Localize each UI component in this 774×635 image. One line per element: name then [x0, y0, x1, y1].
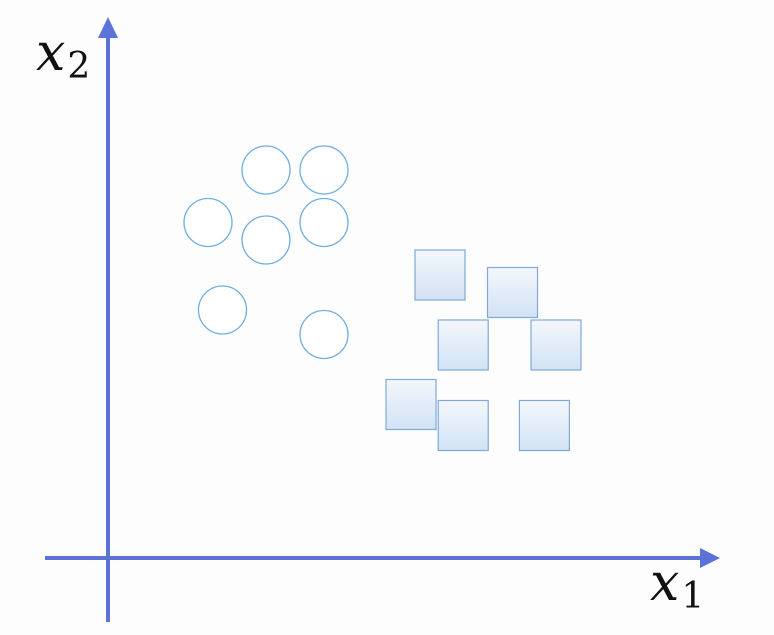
- y-axis-label: x2: [36, 23, 90, 87]
- circle-point: [197, 285, 248, 335]
- y-axis-label-subscript: 2: [67, 46, 90, 87]
- x-axis-arrow: [700, 548, 720, 568]
- square-point: [530, 319, 582, 371]
- circle-point: [241, 145, 291, 195]
- circle-point: [299, 145, 349, 195]
- data-points: [183, 145, 582, 452]
- y-axis-arrow: [98, 17, 118, 38]
- square-point: [437, 399, 489, 452]
- square-point: [437, 319, 489, 371]
- x-axis-label: x1: [650, 553, 704, 617]
- x-axis-label-subscript: 1: [681, 576, 704, 617]
- square-point: [414, 249, 466, 301]
- square-point: [486, 266, 539, 319]
- square-point: [385, 378, 437, 431]
- circle-point: [299, 309, 349, 360]
- circle-point: [183, 197, 233, 248]
- axes: [45, 17, 720, 622]
- circle-point: [299, 197, 349, 248]
- circle-point: [241, 215, 291, 265]
- square-point: [518, 399, 571, 452]
